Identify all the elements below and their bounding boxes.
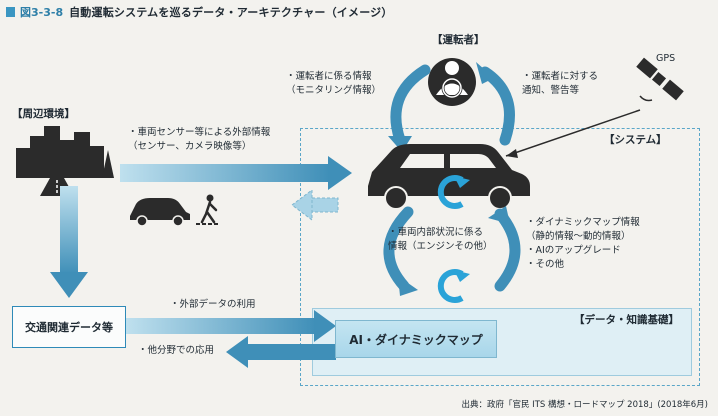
dynamic-info-line-1: ・ダイナミックマップ情報: [526, 217, 640, 228]
system-frame: [300, 128, 700, 386]
internal-info-label: ・車両内部状況に係る 情報（エンジンその他）: [388, 226, 493, 254]
notify-label: ・運転者に対する 通知、警告等: [522, 70, 598, 98]
city-icon: [16, 126, 114, 196]
notify-line-2: 通知、警告等: [522, 85, 580, 96]
dynamic-info-line-2: （静的情報～動的情報）: [526, 231, 631, 242]
environment-label: 【周辺環境】: [12, 108, 75, 120]
figure-number: 図3-3-8: [20, 6, 64, 19]
source-citation: 出典：政府「官民 ITS 構想・ロードマップ 2018」(2018年6月): [461, 400, 708, 410]
vehicle-loop-icon: [437, 175, 464, 209]
external-info-line-1: ・車両センサー等による外部情報: [128, 127, 271, 138]
system-feedback-arrow: [291, 189, 339, 221]
driver-label: 【運転者】: [432, 34, 485, 46]
internal-info-line-2: 情報（エンジンその他）: [388, 241, 493, 252]
knowledge-label: 【データ・知識基礎】: [574, 314, 679, 326]
external-use-label: ・外部データの利用: [170, 299, 256, 310]
car-pedestrian-icon: [130, 194, 220, 227]
dynamic-info-line-4: ・その他: [526, 259, 565, 270]
traffic-data-box: 交通関連データ等: [12, 306, 126, 348]
gps-satellite-icon: [636, 57, 684, 102]
other-use-arrow: [246, 344, 336, 360]
gps-label: GPS: [656, 53, 676, 64]
gps-signal-arrow: [505, 109, 641, 157]
external-info-arrow: [120, 164, 330, 182]
driver-icon: [428, 58, 476, 106]
vehicle-icon: [368, 144, 530, 210]
map-to-vehicle-arrow: [494, 208, 521, 292]
external-data-arrow: [126, 318, 316, 334]
driver-info-label: ・運転者に係る情報 （モニタリング情報）: [286, 70, 381, 98]
figure-title-text: 自動運転システムを巡るデータ・アーキテクチャー（イメージ）: [69, 6, 393, 19]
dynamic-map-info-label: ・ダイナミックマップ情報 （静的情報～動的情報） ・AIのアップグレード ・その…: [526, 216, 640, 272]
external-info-label: ・車両センサー等による外部情報 （センサー、カメラ映像等）: [128, 126, 270, 154]
driver-to-car-arrow: [390, 64, 431, 146]
ai-dynamic-map-box: AI・ダイナミックマップ: [335, 320, 497, 358]
title-marker-icon: [6, 7, 15, 17]
external-info-line-2: （センサー、カメラ映像等）: [128, 141, 252, 152]
car-to-driver-arrow: [479, 66, 515, 146]
notify-line-1: ・運転者に対する: [522, 71, 599, 82]
dynamic-info-line-3: ・AIのアップグレード: [526, 245, 621, 256]
map-loop-icon: [437, 269, 464, 303]
internal-info-line-1: ・車両内部状況に係る: [388, 227, 484, 238]
other-use-label: ・他分野での応用: [138, 345, 215, 356]
driver-info-line-2: （モニタリング情報）: [286, 85, 382, 96]
figure-title: 図3-3-8 自動運転システムを巡るデータ・アーキテクチャー（イメージ）: [6, 4, 393, 20]
env-to-traffic-arrow: [60, 186, 78, 274]
driver-info-line-1: ・運転者に係る情報: [286, 71, 372, 82]
system-label: 【システム】: [604, 134, 667, 146]
